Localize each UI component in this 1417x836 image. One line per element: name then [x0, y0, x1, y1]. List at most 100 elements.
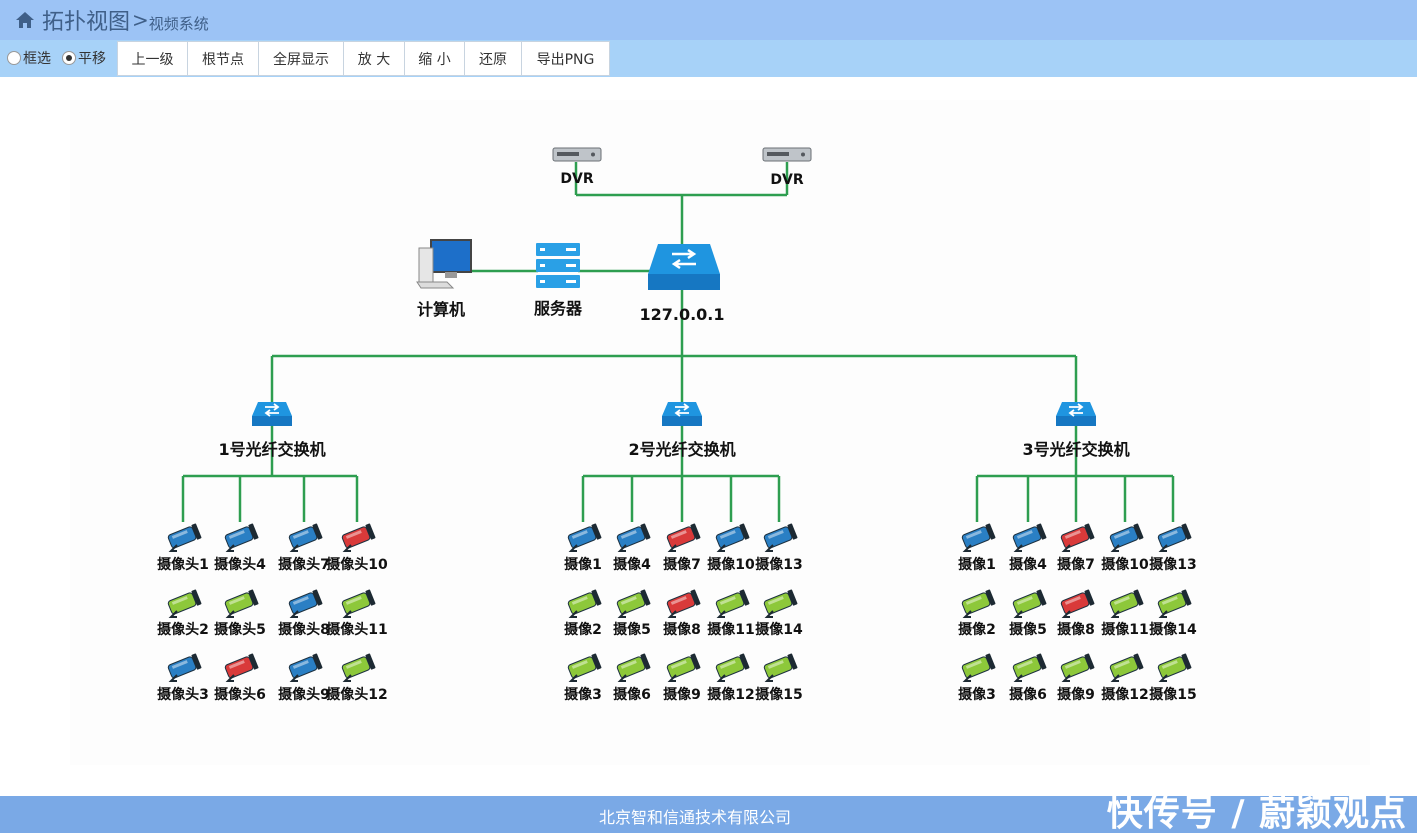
camera-label: 摄像2 [958, 621, 996, 638]
fiber-switch-label: 2号光纤交换机 [628, 440, 735, 459]
camera-icon [167, 653, 202, 682]
camera-node[interactable]: 摄像10 [1101, 523, 1149, 573]
dvr-node[interactable]: DVR [552, 147, 602, 187]
camera-node[interactable]: 摄像12 [707, 653, 755, 703]
camera-node[interactable]: 摄像7 [1057, 523, 1095, 573]
camera-node[interactable]: 摄像3 [564, 653, 602, 703]
camera-node[interactable]: 摄像13 [1149, 523, 1197, 573]
topology-canvas[interactable] [70, 100, 1370, 765]
mode-pan[interactable]: 平移 [62, 48, 106, 68]
topology-diagram[interactable]: DVR DVR 计算机 [0, 0, 1417, 796]
camera-node[interactable]: 摄像10 [707, 523, 755, 573]
mode-pan-label: 平移 [78, 51, 106, 67]
camera-node[interactable]: 摄像2 [958, 589, 996, 638]
camera-icon [341, 653, 376, 682]
server-node[interactable]: 服务器 [534, 243, 583, 318]
camera-icon [224, 653, 259, 682]
camera-icon [567, 589, 602, 618]
fullscreen-button[interactable]: 全屏显示 [258, 41, 344, 76]
camera-node[interactable]: 摄像6 [1009, 653, 1047, 703]
level-up-button[interactable]: 上一级 [117, 41, 188, 76]
restore-button[interactable]: 还原 [464, 41, 522, 76]
camera-node[interactable]: 摄像头12 [326, 653, 388, 703]
camera-node[interactable]: 摄像头7 [278, 523, 330, 573]
camera-label: 摄像头1 [157, 556, 209, 573]
camera-node[interactable]: 摄像11 [1101, 589, 1149, 638]
fiber-switch-node[interactable]: 1号光纤交换机 [218, 402, 326, 459]
camera-node[interactable]: 摄像头3 [157, 653, 209, 703]
camera-node[interactable]: 摄像13 [755, 523, 803, 573]
camera-node[interactable]: 摄像4 [1009, 523, 1047, 573]
home-icon[interactable] [14, 9, 36, 31]
camera-icon [1012, 589, 1047, 618]
camera-icon [567, 523, 602, 552]
camera-icon [288, 523, 323, 552]
camera-label: 摄像8 [1057, 621, 1095, 638]
camera-node[interactable]: 摄像头6 [214, 653, 266, 703]
camera-node[interactable]: 摄像15 [755, 653, 803, 703]
camera-node[interactable]: 摄像头9 [278, 653, 330, 703]
camera-label: 摄像头6 [214, 686, 266, 703]
camera-icon [1109, 653, 1144, 682]
zoom-out-button[interactable]: 缩 小 [404, 41, 465, 76]
camera-node[interactable]: 摄像6 [613, 653, 651, 703]
fiber-switch-node[interactable]: 2号光纤交换机 [628, 402, 736, 459]
watermark: 快传号 / 蔚颖观点 [1106, 793, 1407, 834]
camera-label: 摄像1 [958, 556, 996, 573]
camera-icon [224, 589, 259, 618]
camera-icon [961, 589, 996, 618]
radio-checked-icon[interactable] [62, 51, 76, 65]
camera-label: 摄像头11 [326, 621, 387, 638]
camera-node[interactable]: 摄像9 [663, 653, 701, 703]
root-node-button[interactable]: 根节点 [187, 41, 259, 76]
camera-icon [567, 653, 602, 682]
camera-node[interactable]: 摄像8 [1057, 589, 1095, 638]
dvr-icon [552, 147, 602, 162]
camera-label: 摄像头10 [326, 556, 388, 573]
fiber-switch-label: 1号光纤交换机 [218, 440, 325, 459]
camera-node[interactable]: 摄像4 [613, 523, 651, 573]
camera-label: 摄像7 [663, 556, 701, 573]
export-png-button[interactable]: 导出PNG [521, 41, 610, 76]
zoom-in-button[interactable]: 放 大 [343, 41, 405, 76]
server-icon [536, 243, 580, 288]
camera-node[interactable]: 摄像15 [1149, 653, 1197, 703]
camera-node[interactable]: 摄像7 [663, 523, 701, 573]
topology-nodes: DVR DVR 计算机 [416, 147, 812, 324]
core-switch-node[interactable]: 127.0.0.1 [639, 244, 725, 324]
camera-icon [616, 523, 651, 552]
camera-node[interactable]: 摄像9 [1057, 653, 1095, 703]
camera-label: 摄像3 [564, 686, 602, 703]
mode-box-select[interactable]: 框选 [7, 48, 51, 68]
camera-icon [1157, 653, 1192, 682]
camera-node[interactable]: 摄像5 [1009, 589, 1047, 638]
camera-node[interactable]: 摄像5 [613, 589, 651, 638]
camera-node[interactable]: 摄像3 [958, 653, 996, 703]
radio-icon[interactable] [7, 51, 21, 65]
camera-label: 摄像10 [1101, 556, 1149, 573]
camera-node[interactable]: 摄像12 [1101, 653, 1149, 703]
camera-label: 摄像12 [707, 686, 754, 703]
camera-icon [961, 653, 996, 682]
camera-icon [224, 523, 259, 552]
fiber-switch-node[interactable]: 3号光纤交换机 [1022, 402, 1130, 459]
camera-node[interactable]: 摄像头11 [326, 589, 388, 638]
camera-node[interactable]: 摄像头1 [157, 523, 209, 573]
camera-node[interactable]: 摄像头2 [157, 589, 209, 638]
camera-node[interactable]: 摄像8 [663, 589, 701, 638]
camera-node[interactable]: 摄像头10 [326, 523, 388, 573]
camera-icon [616, 589, 651, 618]
camera-node[interactable]: 摄像头8 [278, 589, 330, 638]
camera-icon [1157, 589, 1192, 618]
camera-node[interactable]: 摄像头5 [214, 589, 266, 638]
camera-node[interactable]: 摄像2 [564, 589, 602, 638]
camera-node[interactable]: 摄像1 [958, 523, 996, 573]
camera-node[interactable]: 摄像14 [755, 589, 803, 638]
camera-node[interactable]: 摄像14 [1149, 589, 1197, 638]
camera-node[interactable]: 摄像1 [564, 523, 602, 573]
camera-node[interactable]: 摄像11 [707, 589, 755, 638]
camera-icon [1012, 653, 1047, 682]
dvr-node[interactable]: DVR [762, 147, 812, 188]
camera-node[interactable]: 摄像头4 [214, 523, 266, 573]
computer-node[interactable]: 计算机 [416, 239, 472, 319]
